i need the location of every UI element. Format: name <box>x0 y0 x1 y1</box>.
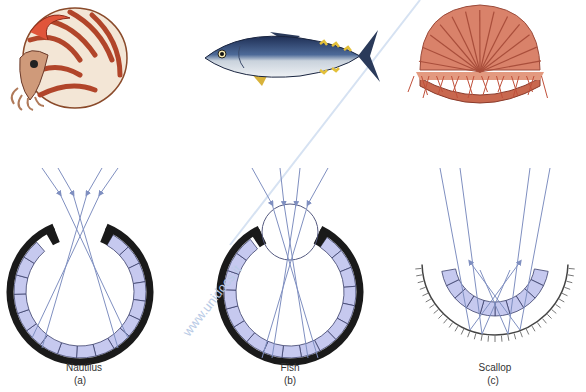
light-ray <box>272 204 296 358</box>
receptor-cell <box>14 294 29 314</box>
mirror-hatch <box>537 323 540 328</box>
light-ray <box>440 168 470 330</box>
light-ray <box>308 168 328 204</box>
tentacle <box>423 76 429 98</box>
mirror-hatch <box>566 281 572 283</box>
tentacle <box>468 76 474 98</box>
mirror-hatch <box>426 299 431 302</box>
light-ray <box>460 168 482 334</box>
nautilus-picture <box>12 8 127 110</box>
mirror-hatch <box>532 326 535 331</box>
fish-picture <box>205 30 380 86</box>
mirror-hatch <box>556 304 561 307</box>
mirror-hatch <box>562 293 567 296</box>
tentacle <box>513 76 519 98</box>
panel-letter: (b) <box>284 376 296 386</box>
eye-name: Nautilus <box>66 363 102 373</box>
mirror-hatch <box>461 329 464 334</box>
mirror-hatch <box>438 314 442 318</box>
light-ray <box>520 168 550 330</box>
light-ray <box>100 168 118 194</box>
eye-wall <box>220 229 360 362</box>
mirror-hatch <box>422 293 427 296</box>
tentacle <box>498 76 504 92</box>
mirror-hatch <box>481 335 482 341</box>
mirror-hatch <box>416 275 422 276</box>
light-ray <box>252 168 272 204</box>
light-ray <box>42 194 87 348</box>
light-ray <box>272 204 318 358</box>
mirror-hatch <box>449 323 452 328</box>
tentacle <box>438 76 444 95</box>
eye-name: Scallop <box>479 363 512 373</box>
shell-rib <box>452 17 480 72</box>
mirror-hatch <box>418 281 424 283</box>
shell-rib <box>419 61 480 72</box>
mirror-hatch <box>434 310 439 314</box>
scallop-picture <box>416 5 544 103</box>
tentacle <box>542 76 548 98</box>
light-ray <box>42 168 60 194</box>
receptor-cell <box>77 344 96 358</box>
panel-letter: (a) <box>74 376 86 386</box>
light-ray <box>262 204 308 358</box>
shell-rib <box>479 10 480 72</box>
mirror-hatch <box>514 333 516 339</box>
light-ray <box>87 168 102 194</box>
mirror-hatch <box>520 332 522 338</box>
mirror-hatch <box>468 332 470 338</box>
eye-wall <box>45 227 60 245</box>
mirror-hatch <box>543 319 547 324</box>
mirror-hatch <box>565 287 571 289</box>
light-ray <box>470 262 520 330</box>
mirror-hatch <box>559 299 564 302</box>
eye-wall <box>314 229 329 247</box>
lens <box>262 204 318 260</box>
shell-rib <box>480 61 541 72</box>
mirror-hatch <box>429 304 434 307</box>
mirror <box>422 265 568 335</box>
receptor-cell <box>343 286 356 305</box>
light-ray <box>470 262 520 330</box>
receptor-cell <box>442 269 459 286</box>
eye-wall <box>100 227 115 245</box>
eye-wall <box>10 227 150 362</box>
mirror-hatch <box>508 335 509 341</box>
panel-letter: (c) <box>487 376 499 386</box>
mirror-hatch <box>455 326 458 331</box>
light-ray <box>480 270 508 334</box>
mirror-hatch <box>488 336 490 342</box>
light-ray <box>482 270 510 334</box>
light-ray <box>296 168 300 204</box>
mirror-hatch <box>415 268 421 270</box>
shell-rib <box>480 47 537 72</box>
mirror-hatch <box>526 329 529 334</box>
light-ray <box>280 168 284 204</box>
mirror-hatch <box>474 333 476 339</box>
receptor-cell <box>133 282 146 302</box>
mirror-hatch <box>569 268 575 270</box>
eye-name: Fish <box>281 363 300 373</box>
mirror-hatch <box>547 314 551 318</box>
light-ray <box>58 168 73 194</box>
mirror-hatch <box>495 336 496 342</box>
mirror-hatch <box>420 287 426 289</box>
tentacle <box>528 76 534 95</box>
mirror-hatch <box>444 319 448 324</box>
light-ray <box>508 168 530 334</box>
mirror-hatch <box>501 336 503 342</box>
shell-rib <box>466 12 480 72</box>
tentacle <box>483 76 489 95</box>
light-ray <box>284 204 308 358</box>
mirror-hatch <box>568 275 574 276</box>
tentacle <box>453 76 459 92</box>
receptor-cell <box>282 345 302 358</box>
tentacle <box>408 76 414 92</box>
shell-rib <box>480 24 520 72</box>
eye-wall <box>251 229 266 247</box>
mirror-hatch <box>552 310 557 314</box>
